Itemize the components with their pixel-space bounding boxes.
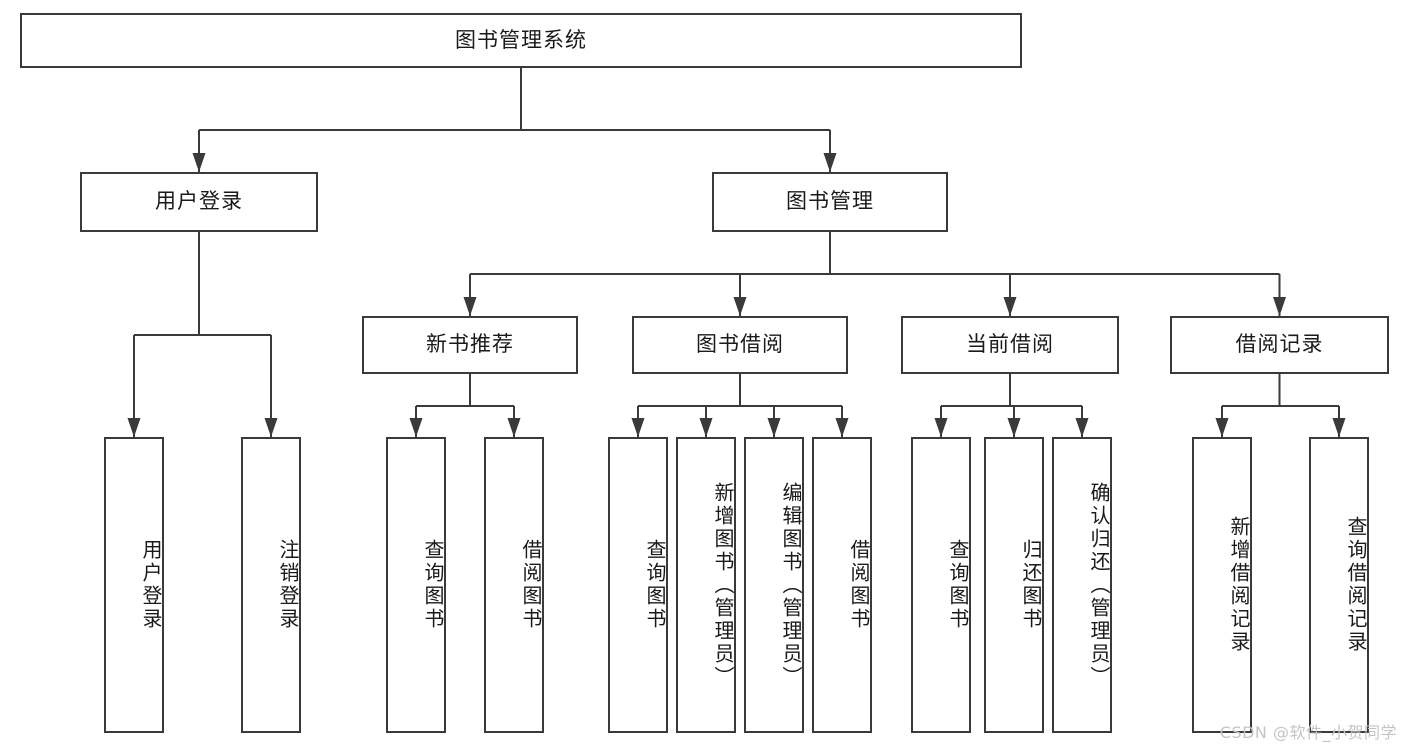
node-label: 用户登录 <box>139 539 163 631</box>
node-records[interactable]: 借阅记录 <box>1170 316 1389 374</box>
node-label: 新书推荐 <box>426 332 514 357</box>
arrowhead-icon <box>699 418 713 437</box>
arrowhead-icon <box>463 297 477 316</box>
node-label: 查询图书 <box>946 539 970 631</box>
arrowhead-icon <box>1075 418 1089 437</box>
node-c_return[interactable]: 归还图书 <box>984 437 1044 733</box>
node-b_borrow[interactable]: 借阅图书 <box>812 437 872 733</box>
node-c_query[interactable]: 查询图书 <box>911 437 971 733</box>
arrowhead-icon <box>409 418 423 437</box>
arrowhead-icon <box>835 418 849 437</box>
arrowhead-icon <box>823 153 837 172</box>
node-label: 当前借阅 <box>966 332 1054 357</box>
node-login[interactable]: 用户登录 <box>80 172 318 232</box>
arrowhead-icon <box>1215 418 1229 437</box>
node-label: 查询借阅记录 <box>1344 516 1368 654</box>
watermark: CSDN @软件_小贺同学 <box>1219 723 1397 742</box>
node-b_query[interactable]: 查询图书 <box>608 437 668 733</box>
node-l_login[interactable]: 用户登录 <box>104 437 164 733</box>
arrowhead-icon <box>631 418 645 437</box>
arrowhead-icon <box>1003 297 1017 316</box>
node-b_edit[interactable]: 编辑图书（管理员） <box>744 437 804 733</box>
arrowhead-icon <box>127 418 141 437</box>
node-label: 新增图书（管理员） <box>711 481 735 689</box>
arrowhead-icon <box>264 418 278 437</box>
arrowhead-icon <box>934 418 948 437</box>
node-r_add[interactable]: 新增借阅记录 <box>1192 437 1252 733</box>
node-n_query[interactable]: 查询图书 <box>386 437 446 733</box>
arrowhead-icon <box>767 418 781 437</box>
node-root[interactable]: 图书管理系统 <box>20 13 1022 68</box>
node-label: 编辑图书（管理员） <box>779 481 803 689</box>
node-label: 归还图书 <box>1019 539 1043 631</box>
node-b_add[interactable]: 新增图书（管理员） <box>676 437 736 733</box>
node-n_borrow[interactable]: 借阅图书 <box>484 437 544 733</box>
arrowhead-icon <box>192 153 206 172</box>
node-label: 图书管理 <box>786 189 874 214</box>
node-c_confirm[interactable]: 确认归还（管理员） <box>1052 437 1112 733</box>
node-borrow[interactable]: 图书借阅 <box>632 316 848 374</box>
arrowhead-icon <box>1007 418 1021 437</box>
node-label: 图书管理系统 <box>455 27 587 52</box>
node-label: 用户登录 <box>155 189 243 214</box>
node-label: 查询图书 <box>421 539 445 631</box>
node-label: 确认归还（管理员） <box>1087 481 1111 689</box>
node-r_query[interactable]: 查询借阅记录 <box>1309 437 1369 733</box>
arrowhead-icon <box>733 297 747 316</box>
node-bookmgmt[interactable]: 图书管理 <box>712 172 948 232</box>
node-label: 查询图书 <box>643 539 667 631</box>
node-label: 借阅图书 <box>847 539 871 631</box>
node-l_logout[interactable]: 注销登录 <box>241 437 301 733</box>
arrowhead-icon <box>507 418 521 437</box>
node-label: 借阅记录 <box>1235 332 1324 357</box>
node-current[interactable]: 当前借阅 <box>901 316 1119 374</box>
node-label: 注销登录 <box>276 539 300 631</box>
node-label: 新增借阅记录 <box>1227 516 1251 654</box>
arrowhead-icon <box>1332 418 1346 437</box>
node-label: 借阅图书 <box>519 539 543 631</box>
node-newbook[interactable]: 新书推荐 <box>362 316 578 374</box>
node-label: 图书借阅 <box>696 332 784 357</box>
arrowhead-icon <box>1273 297 1286 316</box>
